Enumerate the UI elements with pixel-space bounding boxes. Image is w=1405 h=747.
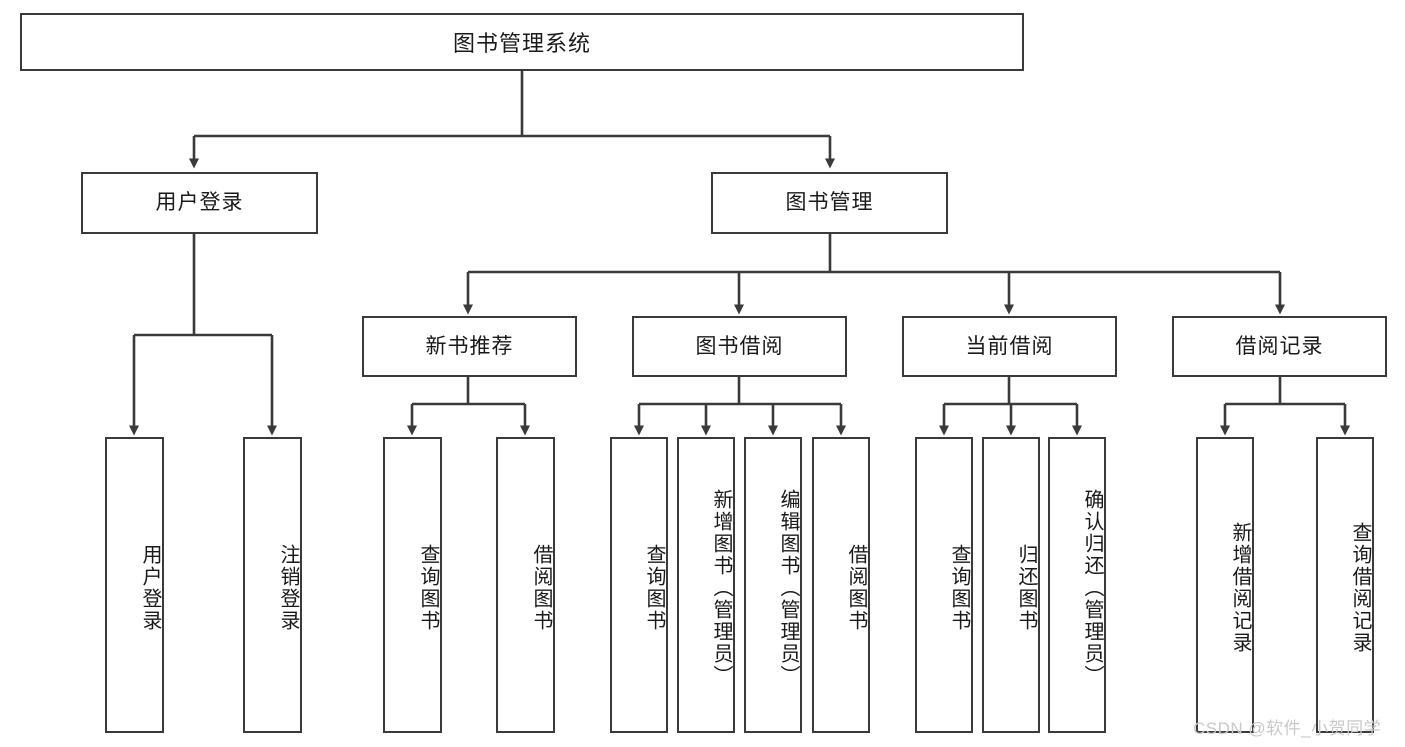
node-leaf-query-book-1-label: 查询图书 xyxy=(417,544,439,632)
node-leaf-query-book-1[interactable]: 查询图书 xyxy=(383,437,442,733)
node-borrow-record-label: 借阅记录 xyxy=(1235,334,1324,358)
node-leaf-query-book-3-label: 查询图书 xyxy=(948,544,970,632)
node-leaf-borrow-book-2[interactable]: 借阅图书 xyxy=(812,437,870,733)
node-leaf-user-login-label: 用户登录 xyxy=(139,544,161,632)
node-leaf-add-book-label: 新增图书（管理员） xyxy=(710,489,732,687)
node-user-login[interactable]: 用户登录 xyxy=(81,172,318,234)
node-leaf-borrow-book-1-label: 借阅图书 xyxy=(530,544,552,632)
node-leaf-return-book[interactable]: 归还图书 xyxy=(982,437,1040,733)
node-leaf-edit-book-label: 编辑图书（管理员） xyxy=(777,489,799,687)
node-borrow-record[interactable]: 借阅记录 xyxy=(1172,316,1387,377)
node-leaf-user-login[interactable]: 用户登录 xyxy=(105,437,164,733)
node-leaf-return-book-label: 归还图书 xyxy=(1015,544,1037,632)
node-new-book-recommend[interactable]: 新书推荐 xyxy=(362,316,577,377)
node-book-management[interactable]: 图书管理 xyxy=(711,172,948,234)
node-leaf-query-borrow-record-label: 查询借阅记录 xyxy=(1349,522,1371,654)
node-leaf-add-borrow-record-label: 新增借阅记录 xyxy=(1229,522,1251,654)
node-user-login-label: 用户登录 xyxy=(155,191,244,215)
node-book-management-label: 图书管理 xyxy=(785,191,874,215)
node-leaf-query-book-3[interactable]: 查询图书 xyxy=(915,437,973,733)
node-root-label: 图书管理系统 xyxy=(452,31,591,56)
node-new-book-recommend-label: 新书推荐 xyxy=(425,334,514,358)
node-leaf-borrow-book-2-label: 借阅图书 xyxy=(845,544,867,632)
node-leaf-confirm-return-label: 确认归还（管理员） xyxy=(1081,489,1103,687)
node-leaf-logout-login-label: 注销登录 xyxy=(277,544,299,632)
node-book-borrow[interactable]: 图书借阅 xyxy=(632,316,847,377)
node-leaf-add-borrow-record[interactable]: 新增借阅记录 xyxy=(1196,437,1254,733)
node-current-borrow[interactable]: 当前借阅 xyxy=(902,316,1117,377)
node-leaf-borrow-book-1[interactable]: 借阅图书 xyxy=(496,437,555,733)
watermark: CSDN @软件_小贺同学 xyxy=(1193,719,1382,738)
node-leaf-confirm-return[interactable]: 确认归还（管理员） xyxy=(1048,437,1106,733)
node-leaf-logout-login[interactable]: 注销登录 xyxy=(243,437,302,733)
node-root[interactable]: 图书管理系统 xyxy=(20,13,1024,71)
node-current-borrow-label: 当前借阅 xyxy=(965,334,1054,358)
node-leaf-query-borrow-record[interactable]: 查询借阅记录 xyxy=(1316,437,1374,733)
node-book-borrow-label: 图书借阅 xyxy=(695,334,784,358)
node-leaf-query-book-2-label: 查询图书 xyxy=(643,544,665,632)
node-leaf-edit-book[interactable]: 编辑图书（管理员） xyxy=(744,437,802,733)
node-leaf-query-book-2[interactable]: 查询图书 xyxy=(610,437,668,733)
node-leaf-add-book[interactable]: 新增图书（管理员） xyxy=(677,437,735,733)
